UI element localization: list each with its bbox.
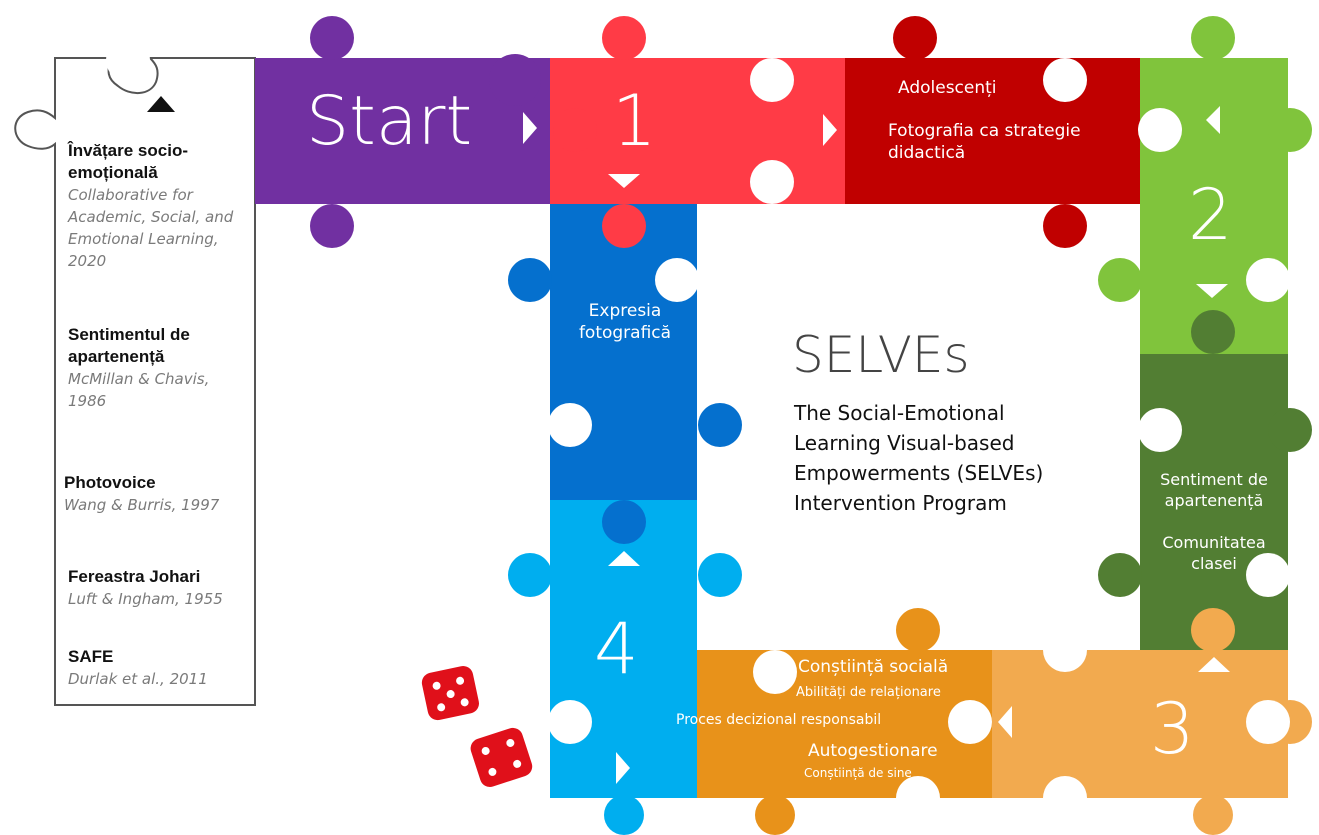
constiinta-sociala-label: Conștiință socială (798, 657, 949, 677)
sidebar-item: SAFE Durlak et al., 2011 (68, 646, 252, 690)
socket (1138, 108, 1182, 152)
step3-piece (992, 650, 1288, 798)
sidebar-item-title: Photovoice (64, 473, 156, 492)
socket (1246, 700, 1290, 744)
adolescenti-label: Adolescenți (898, 78, 997, 98)
socket (1043, 776, 1087, 820)
sidebar-item: Învățare socio-emoțională Collaborative … (68, 140, 248, 272)
sentiment-tab-right (1268, 408, 1312, 452)
sidebar-item: Fereastra Johari Luft & Ingham, 1955 (68, 566, 252, 610)
adolescenti-tab-top (893, 16, 937, 60)
start-tab-top (310, 16, 354, 60)
expresia-tab-bottom (602, 500, 646, 544)
selves-subtitle: The Social-Emotional Learning Visual-bas… (794, 401, 1044, 515)
autogestionare-label: Autogestionare (808, 741, 938, 761)
orange-tab-bottom (755, 795, 795, 835)
socket (655, 258, 699, 302)
sidebar-item-title: Fereastra Johari (68, 567, 201, 586)
socket (548, 700, 592, 744)
fotografia-label: Fotografia ca strategie didactică (888, 121, 1081, 163)
sidebar-item: Photovoice Wang & Burris, 1997 (64, 472, 252, 516)
step1-tab-bottom (602, 204, 646, 248)
dice-icon (470, 727, 533, 787)
constiinta-sine-label: Conștiință de sine (804, 766, 912, 780)
step3-tab-top (1191, 608, 1235, 652)
proces-decizional-label: Proces decizional responsabil (676, 712, 882, 728)
abilitati-label: Abilități de relaționare (796, 685, 941, 700)
step1-tab-top (602, 16, 646, 60)
step1-tab-right (553, 108, 597, 152)
step2-label: 2 (1188, 174, 1233, 256)
step2-piece (1140, 58, 1288, 354)
adolescenti-tab-bottom (1043, 204, 1087, 248)
sel-competencies-piece (697, 650, 992, 798)
socket (948, 700, 992, 744)
sidebar-item-title: SAFE (68, 647, 114, 666)
socket (750, 58, 794, 102)
step2-tab-right (1268, 108, 1312, 152)
sidebar-item-citation: Durlak et al., 2011 (68, 670, 208, 688)
sentiment-label: Sentiment de apartenență (1160, 470, 1268, 510)
socket (1043, 58, 1087, 102)
step4-label: 4 (594, 608, 639, 690)
sidebar-item: Sentimentul de apartenență McMillan & Ch… (68, 324, 248, 412)
sidebar-item-title: Sentimentul de apartenență (68, 325, 190, 366)
arrow-left-icon (998, 706, 1012, 738)
selves-title: SELVEs (792, 326, 970, 384)
step1-label: 1 (612, 80, 657, 162)
orange-tab-top (896, 608, 940, 652)
step1-piece (550, 58, 845, 204)
step4-piece (550, 500, 697, 798)
sidebar-item-citation: Collaborative for Academic, Social, and … (68, 186, 234, 270)
sentiment-tab-left (1098, 553, 1142, 597)
socket (750, 160, 794, 204)
step4-tab-left (508, 553, 552, 597)
sidebar-item-citation: McMillan & Chavis, 1986 (68, 370, 210, 410)
socket (1138, 408, 1182, 452)
start-tab-right (489, 54, 541, 106)
arrow-down-icon (608, 174, 640, 188)
socket (106, 38, 150, 82)
expresia-label: Expresia fotografică (578, 301, 672, 343)
expresia-piece (550, 204, 697, 500)
step3-tab-bottom (1193, 795, 1233, 835)
socket (896, 776, 940, 820)
sidebar-arrow-up-icon (147, 96, 175, 112)
expresia-tab-right (698, 403, 742, 447)
sidebar-item-citation: Wang & Burris, 1997 (64, 496, 220, 514)
socket (1043, 628, 1087, 672)
arrow-right-icon (823, 114, 837, 146)
step4-tab-bottom (604, 795, 644, 835)
dice-icon (421, 666, 479, 721)
adolescenti-piece (845, 58, 1140, 204)
sentiment-piece (1140, 354, 1288, 650)
sentiment-tab-top (1191, 310, 1235, 354)
arrow-up-icon (1198, 657, 1230, 672)
step3-label: 3 (1150, 688, 1195, 770)
sidebar-item-title: Învățare socio-emoțională (68, 141, 188, 182)
arrow-left-icon (1206, 106, 1220, 134)
arrow-down-icon (1196, 284, 1228, 298)
arrow-right-icon (616, 752, 630, 784)
step4-tab-right (698, 553, 742, 597)
socket (753, 650, 797, 694)
comunitatea-label: Comunitatea clasei (1162, 533, 1266, 573)
arrow-up-icon (608, 551, 640, 566)
socket (548, 403, 592, 447)
socket (1246, 553, 1290, 597)
sidebar-item-citation: Luft & Ingham, 1955 (68, 590, 223, 608)
sidebar-outline (14, 57, 256, 706)
arrow-right-icon (523, 112, 537, 144)
step2-tab-left (1098, 258, 1142, 302)
expresia-tab-left (508, 258, 552, 302)
socket (1246, 258, 1290, 302)
step2-tab-top (1191, 16, 1235, 60)
start-tab-bottom (310, 204, 354, 248)
start-label: Start (306, 82, 473, 161)
